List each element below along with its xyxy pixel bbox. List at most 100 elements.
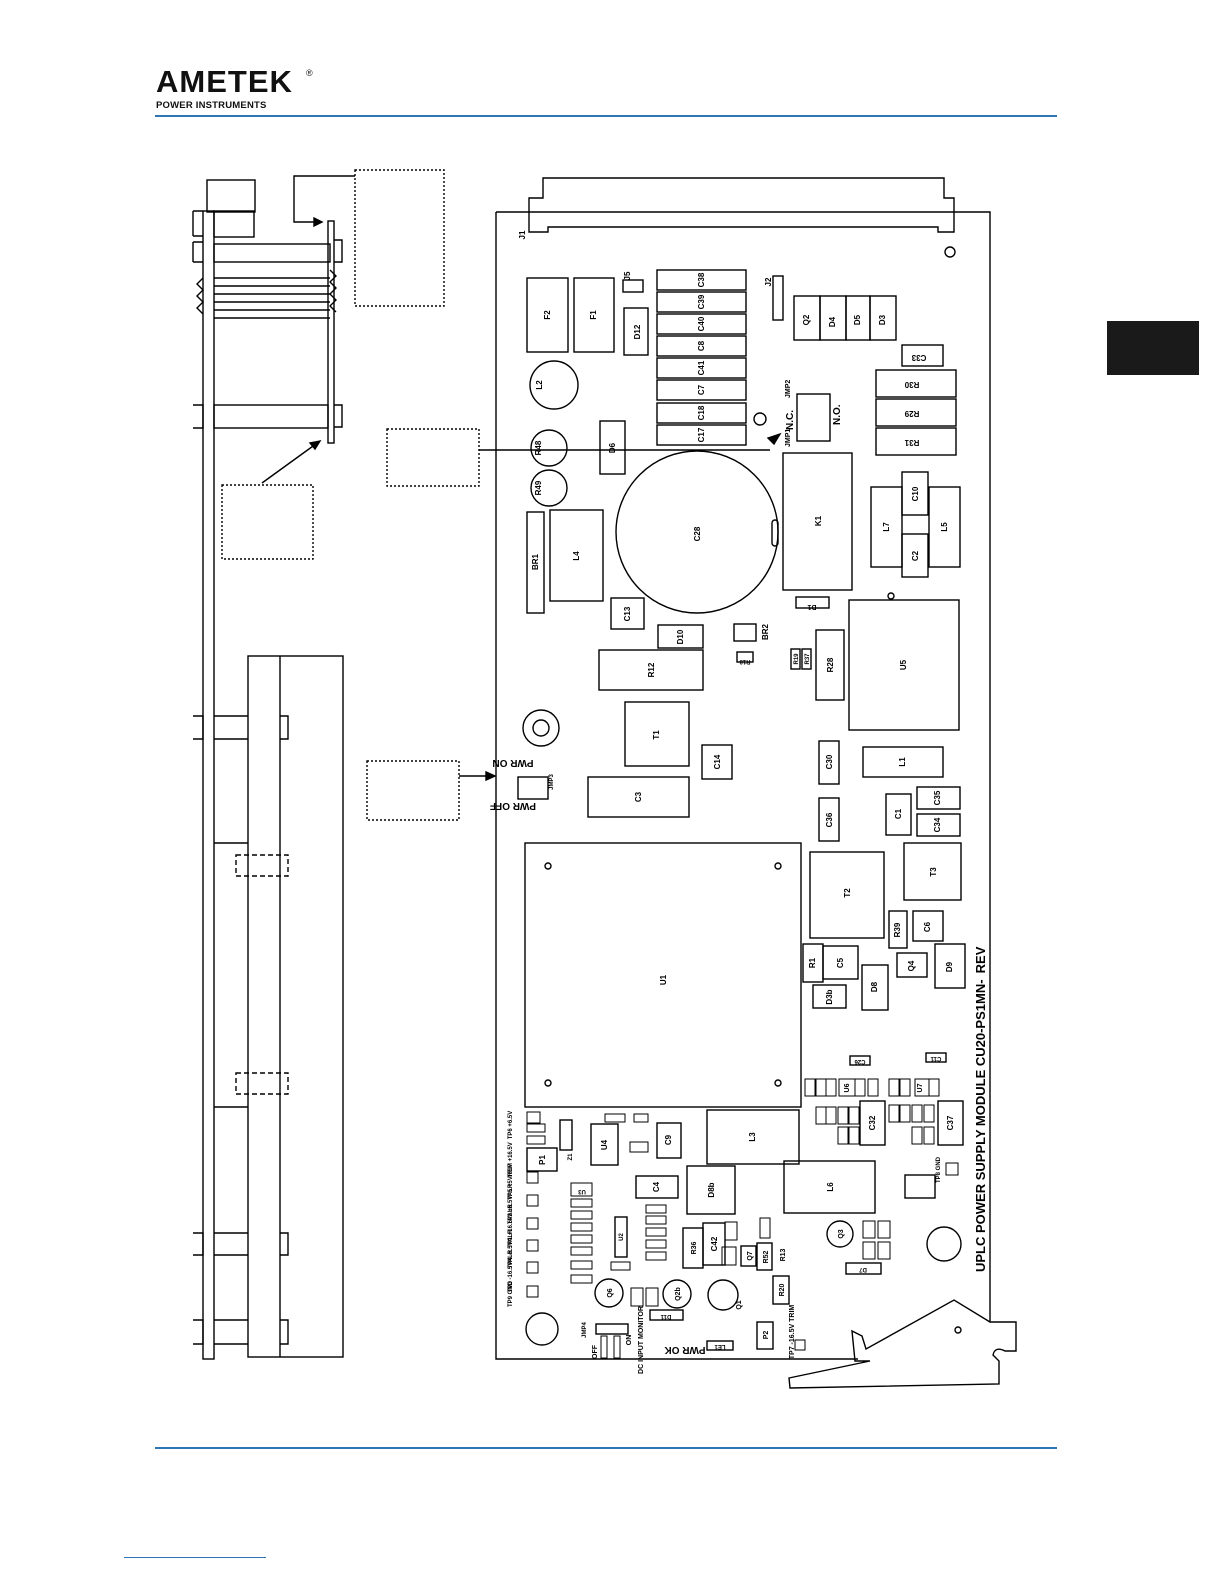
- label-f1: F1: [589, 310, 598, 320]
- label-r49: R49: [534, 480, 543, 495]
- label-r48: R48: [534, 440, 543, 455]
- label-r29: R29: [904, 409, 919, 418]
- label-tp2: TP2 +6.5VALR: [508, 1183, 514, 1224]
- label-d12: D12: [633, 324, 642, 339]
- callout-boxes: [221, 169, 480, 821]
- label-j5: J5: [623, 271, 632, 280]
- small-parts: [526, 1078, 959, 1359]
- label-nc: N.C.: [785, 410, 796, 430]
- label-off: OFF: [592, 1344, 599, 1359]
- label-d9: D9: [945, 961, 954, 972]
- label-l3: L3: [748, 1132, 757, 1142]
- label-f2: F2: [543, 310, 552, 320]
- brand-division: POWER INSTRUMENTS: [156, 100, 267, 111]
- label-c41: C41: [697, 360, 706, 375]
- label-d4: D4: [828, 316, 837, 327]
- label-c2: C2: [911, 550, 920, 561]
- label-c11: C11: [930, 1055, 941, 1061]
- label-tp9: TP9 GND: [508, 1280, 514, 1307]
- board-rev: REV: [973, 946, 988, 973]
- label-q2-lower: Q2b: [675, 1287, 682, 1301]
- label-jmp1: JMP1: [785, 429, 792, 447]
- label-d8: D8: [870, 981, 879, 992]
- label-c14: C14: [713, 754, 722, 769]
- label-l4: L4: [572, 551, 581, 561]
- label-c4: C4: [652, 1181, 661, 1192]
- label-q3: Q3: [838, 1229, 845, 1238]
- label-tp1: TP1 +16.5VALR: [508, 1203, 514, 1247]
- label-u1: U1: [659, 974, 668, 985]
- label-trim-16v: TRIM +16.5V: [508, 1142, 514, 1178]
- label-c5: C5: [836, 957, 845, 968]
- label-c13: C13: [623, 606, 632, 621]
- label-c1: C1: [894, 808, 903, 819]
- label-r52: R52: [763, 1250, 770, 1263]
- label-l2: L2: [535, 380, 544, 390]
- label-r18: R18: [739, 658, 751, 664]
- label-d10: D10: [676, 629, 685, 644]
- label-br2: BR2: [761, 623, 770, 640]
- label-u5: U5: [899, 659, 908, 670]
- label-z1: Z1: [568, 1153, 574, 1161]
- label-c39: C39: [697, 294, 706, 309]
- label-r12: R12: [647, 662, 656, 677]
- label-d8-lower: D8b: [707, 1182, 716, 1197]
- label-r13: R13: [780, 1248, 787, 1261]
- label-on: ON: [626, 1335, 633, 1346]
- label-q1: Q1: [736, 1300, 743, 1309]
- footer-rule: [155, 1447, 1057, 1449]
- label-c18: C18: [697, 405, 706, 420]
- label-c33: C33: [911, 353, 926, 362]
- label-p2: P2: [763, 1331, 770, 1340]
- label-c30: C30: [825, 754, 834, 769]
- label-q4: Q4: [907, 960, 916, 971]
- label-c10: C10: [911, 486, 920, 501]
- chapter-tab: [1107, 321, 1199, 375]
- board-outline: [495, 177, 1017, 1389]
- label-c26: C26: [854, 1058, 866, 1064]
- registered-mark: ®: [306, 68, 313, 78]
- label-k1: K1: [814, 515, 823, 526]
- label-j2: J2: [764, 277, 773, 286]
- label-l1: L1: [898, 757, 907, 767]
- label-r31: R31: [904, 438, 919, 447]
- label-u3: U3: [578, 1188, 586, 1194]
- label-q2: Q2: [802, 314, 811, 325]
- label-r39: R39: [893, 922, 902, 937]
- label-c8: C8: [697, 340, 706, 351]
- label-c37: C37: [946, 1115, 955, 1130]
- label-tp5: TP5 +5VREF: [508, 1164, 514, 1200]
- label-pwr-ok: PWR OK: [664, 1344, 706, 1355]
- label-r20: R20: [779, 1283, 786, 1296]
- label-d3-lower: D3b: [825, 989, 834, 1004]
- label-q7: Q7: [747, 1251, 754, 1260]
- label-no: N.O.: [832, 404, 843, 425]
- label-q6: Q6: [607, 1288, 614, 1297]
- label-jmp4: JMP4: [582, 1322, 588, 1338]
- label-d5: D5: [853, 314, 862, 325]
- label-pwr-on: PWR ON: [492, 757, 533, 768]
- footer-link-underline[interactable]: [124, 1557, 266, 1558]
- label-d7: D7: [859, 1266, 867, 1272]
- label-p1: P1: [538, 1155, 547, 1165]
- label-tp8: TP8 GND: [936, 1156, 942, 1183]
- label-br1: BR1: [531, 553, 540, 570]
- label-j1: J1: [518, 230, 527, 239]
- label-t2: T2: [843, 888, 852, 898]
- board-labels: J1 JMP1 JMP2 N.C. N.O. PWR ON PWR OFF JM…: [490, 230, 988, 1374]
- ametek-logo: AMETEK ® POWER INSTRUMENTS: [156, 66, 313, 111]
- component-labels: F2 F1 J5 D12 C38 C39 C40 C8 C41 C7 C18 C…: [531, 271, 955, 1349]
- label-c17: C17: [697, 427, 706, 442]
- label-d3: D3: [878, 314, 887, 325]
- label-l6: L6: [826, 1182, 835, 1192]
- label-c36: C36: [825, 812, 834, 827]
- label-d11: D11: [660, 1313, 671, 1319]
- side-view: [192, 175, 355, 1360]
- label-c40: C40: [697, 316, 706, 331]
- label-l7: L7: [882, 522, 891, 532]
- label-u7: U7: [917, 1083, 924, 1092]
- header-rule: [155, 115, 1057, 117]
- label-r36: R36: [691, 1241, 698, 1254]
- label-tp7: TP7 -16.5V TRIM: [789, 1305, 796, 1360]
